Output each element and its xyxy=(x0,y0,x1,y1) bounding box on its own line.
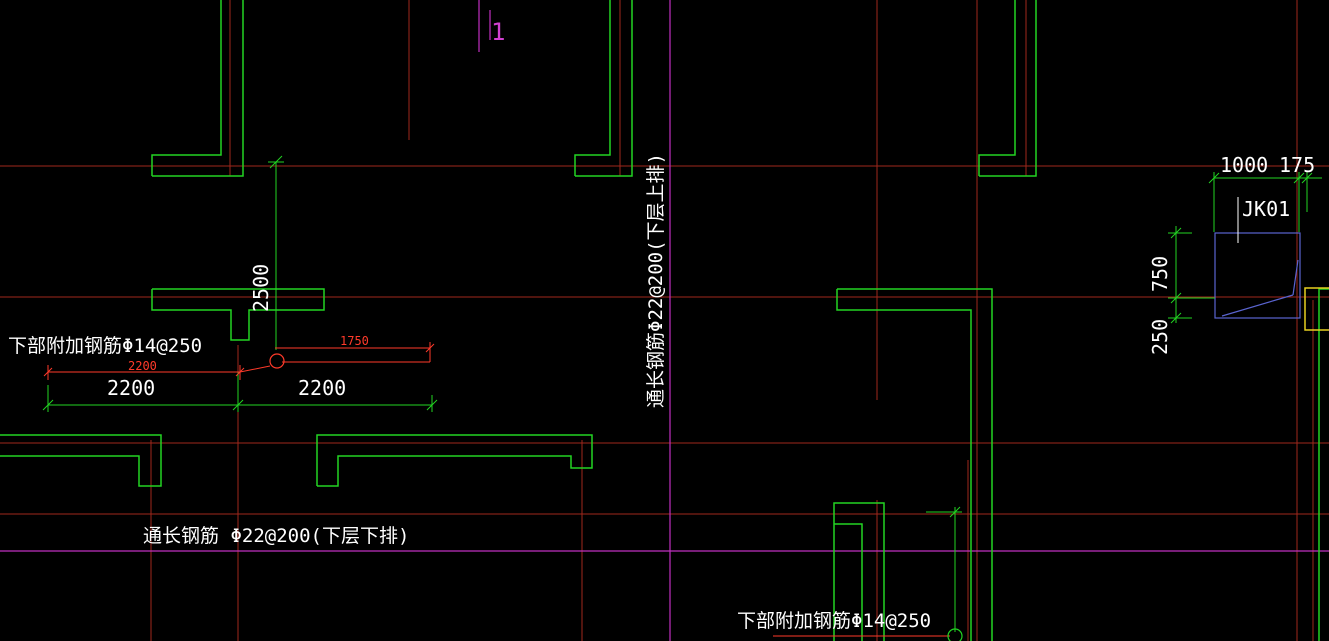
dim-text-750: 750 xyxy=(1148,256,1172,292)
red-dim-1750-tick-right xyxy=(425,343,435,353)
wall-outline-top-center-inner xyxy=(574,0,611,176)
dim-text-175: 175 xyxy=(1279,153,1315,177)
rebar-dimension-lines-red xyxy=(43,342,950,637)
dim-side-tick-a xyxy=(1170,227,1182,239)
point-marker-circle xyxy=(269,353,285,369)
label-through-rebar-vertical: 通长钢筋Φ22@200(下层上排) xyxy=(645,153,667,408)
wall-outline-top-right-inner xyxy=(978,0,1016,176)
dim-2200-tick-left xyxy=(42,399,54,411)
column-jk01-edge-tick xyxy=(1292,259,1299,296)
wall-outline-mid-left xyxy=(0,434,162,487)
yellow-column-edge xyxy=(1304,287,1329,331)
dimension-lines-green xyxy=(42,155,1322,632)
dim-text-red-2200: 2200 xyxy=(128,359,157,373)
label-bottom-extra-rebar-bottom: 下部附加钢筋Φ14@250 xyxy=(737,610,931,632)
dim-text-2500: 2500 xyxy=(249,264,273,312)
wall-outline-bottom-center xyxy=(833,502,885,641)
beam-stub-left xyxy=(151,288,325,341)
wall-outline-top-left xyxy=(152,0,244,177)
dim-2200-tick-mid xyxy=(232,399,244,411)
column-jk01-diagonal xyxy=(1221,294,1294,317)
wall-outline-bottom-center-inner xyxy=(834,523,863,641)
dim-top-tick-c xyxy=(1301,172,1313,184)
dim-text-1000: 1000 xyxy=(1220,153,1268,177)
dim-text-right-2200: 2200 xyxy=(298,376,346,400)
dim-text-250: 250 xyxy=(1148,319,1172,355)
column-jk01-tag: JK01 xyxy=(1242,197,1290,221)
column-jk01 xyxy=(1214,232,1301,319)
label-bottom-extra-rebar-left: 下部附加钢筋Φ14@250 xyxy=(8,335,202,357)
dim-text-red-1750: 1750 xyxy=(340,334,369,348)
wall-outline-mid-center xyxy=(316,434,593,487)
dim-bottom-tick xyxy=(949,506,961,518)
yellow-column-outline xyxy=(1304,287,1329,331)
wall-outline-top-left-inner xyxy=(151,0,222,176)
wall-outline-far-right xyxy=(1318,288,1329,641)
dim-2200-tick-right xyxy=(426,399,438,411)
dim-top-tick-b xyxy=(1293,172,1305,184)
wall-outline-right-l-inner xyxy=(836,289,972,641)
red-dim-2200-tick-left xyxy=(43,367,53,377)
dim-top-tick-a xyxy=(1208,172,1220,184)
grid-mark-label: 1 xyxy=(491,18,505,46)
wall-outline-right-l-outer xyxy=(837,288,993,641)
point-marker-circle-bottom xyxy=(947,628,963,641)
dim-text-left-2200: 2200 xyxy=(107,376,155,400)
label-through-rebar-horizontal: 通长钢筋 Φ22@200(下层下排) xyxy=(143,525,409,547)
dim-side-tick-c xyxy=(1170,312,1182,324)
wall-outline-top-right xyxy=(979,0,1037,177)
red-dim-connector xyxy=(239,365,271,373)
column-jk01-outline xyxy=(1214,232,1301,319)
dim-side-tick-b xyxy=(1170,292,1182,304)
wall-outline-top-center xyxy=(575,0,633,177)
